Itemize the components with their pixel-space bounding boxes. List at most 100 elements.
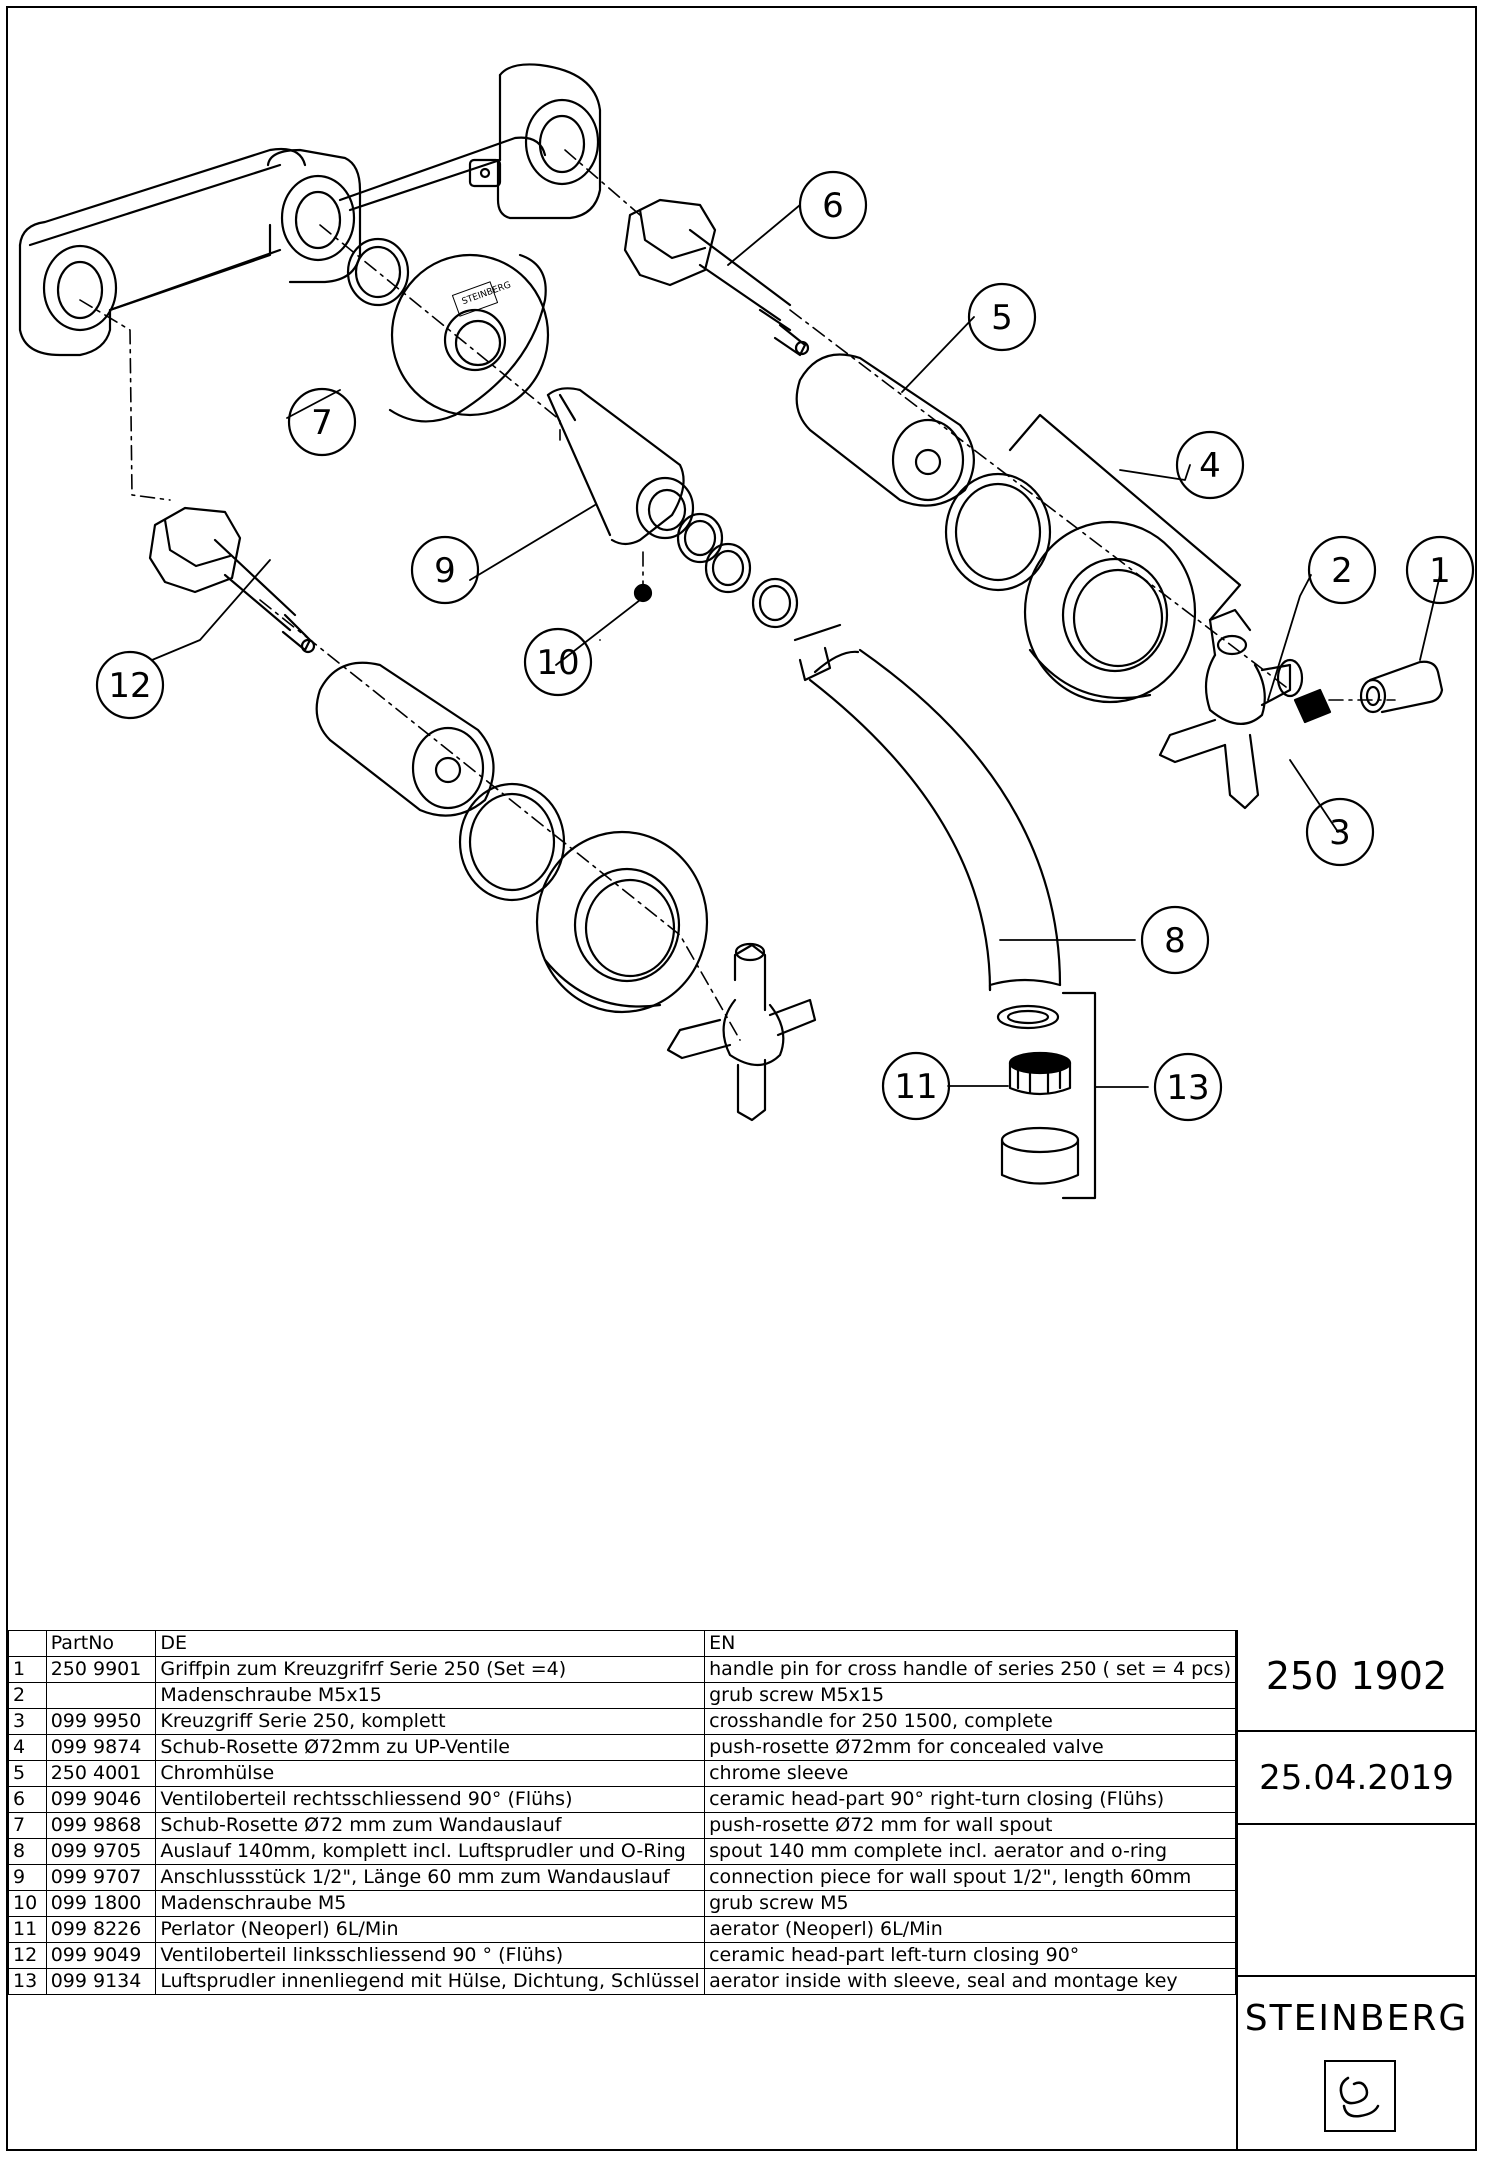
drawing-number: 250 1902 [1265,1654,1448,1698]
cell-no: 1 [8,1656,47,1683]
cell-partno: 250 4001 [45,1760,157,1787]
cell-en: connection piece for wall spout 1/2", le… [704,1864,1236,1891]
cell-de: Chromhülse [155,1760,706,1787]
handle-pin [1359,660,1444,714]
cell-no: 6 [8,1786,47,1813]
chrome-sleeve-right [795,353,975,507]
valve-head-left [148,506,316,654]
cell-no: 13 [8,1968,47,1995]
svg-text:6: 6 [822,186,844,226]
title-block-divider [1238,1730,1475,1732]
grub-screw-m5x15 [1293,688,1332,724]
svg-text:11: 11 [894,1067,937,1107]
svg-text:12: 12 [108,666,151,706]
cell-de: Ventiloberteil linksschliessend 90 ° (Fl… [155,1942,706,1969]
callout-4: 4 [1175,430,1245,500]
drawing-date: 25.04.2019 [1259,1758,1454,1798]
svg-text:5: 5 [991,298,1013,338]
cell-en: push-rosette Ø72mm for concealed valve [704,1734,1236,1761]
cell-partno: 099 9874 [45,1734,157,1761]
cell-partno: 099 9705 [45,1838,157,1865]
brand-name: STEINBERG [1244,1998,1469,2039]
cell-en: chrome sleeve [704,1760,1236,1787]
bracket-4 [1008,413,1242,622]
callout-1: 1 [1405,535,1475,605]
cell-en: spout 140 mm complete incl. aerator and … [704,1838,1236,1865]
cell-partno: 099 9049 [45,1942,157,1969]
svg-text:2: 2 [1331,551,1353,591]
cell-partno: 099 8226 [45,1916,157,1943]
cell-no: 12 [8,1942,47,1969]
cell-no: 10 [8,1890,47,1917]
callout-9: 9 [410,535,480,605]
cell-de: Luftsprudler innenliegend mit Hülse, Dic… [155,1968,706,1995]
callout-13: 13 [1153,1052,1223,1122]
callout-10: 10 [523,627,593,697]
leader-lines [151,204,1441,1088]
header-cell: DE [155,1630,706,1657]
cell-partno: 250 9901 [45,1656,157,1683]
brand-logo-icon [1324,2060,1396,2132]
rosette-concealed-valve [1023,520,1197,704]
cell-partno [45,1682,157,1709]
cell-partno: 099 9868 [45,1812,157,1839]
cell-no: 3 [8,1708,47,1735]
cross-handle-left [666,942,817,1122]
aerator-sleeve [1000,1126,1080,1185]
rosette-wall-spout [388,253,550,423]
cell-no: 8 [8,1838,47,1865]
cell-no: 2 [8,1682,47,1709]
cell-no: 5 [8,1760,47,1787]
callout-8: 8 [1140,905,1210,975]
cell-de: Schub-Rosette Ø72mm zu UP-Ventile [155,1734,706,1761]
svg-text:10: 10 [536,643,579,683]
cell-de: Griffpin zum Kreuzgrifrf Serie 250 (Set … [155,1656,706,1683]
cross-handle-right [1158,608,1304,810]
svg-text:4: 4 [1199,446,1221,486]
connection-piece [546,387,695,546]
cell-partno: 099 9950 [45,1708,157,1735]
chrome-sleeve-left [315,661,495,817]
cell-de: Madenschraube M5 [155,1890,706,1917]
cell-de: Auslauf 140mm, komplett incl. Luftsprudl… [155,1838,706,1865]
drawing-frame [6,6,1477,2151]
callout-2: 2 [1307,535,1377,605]
cell-en: aerator inside with sleeve, seal and mon… [704,1968,1236,1995]
o-rings-spout [676,512,799,629]
cell-no: 4 [8,1734,47,1761]
wall-body [18,63,602,357]
cell-en: push-rosette Ø72 mm for wall spout [704,1812,1236,1839]
callout-3: 3 [1305,797,1375,867]
svg-text:1: 1 [1429,551,1451,591]
cell-de: Ventiloberteil rechtsschliessend 90° (Fl… [155,1786,706,1813]
bracket-13 [1061,991,1097,1200]
cell-en: crosshandle for 250 1500, complete [704,1708,1236,1735]
cell-en: aerator (Neoperl) 6L/Min [704,1916,1236,1943]
svg-text:9: 9 [434,551,456,591]
rosette-concealed-valve-left [535,830,709,1014]
svg-text:8: 8 [1164,921,1186,961]
cell-en: handle pin for cross handle of series 25… [704,1656,1236,1683]
cell-no: 9 [8,1864,47,1891]
cell-en: ceramic head-part left-turn closing 90° [704,1942,1236,1969]
header-cell: EN [704,1630,1236,1657]
valve-head-right [623,198,810,357]
table-header-row: PartNo DE EN [8,1630,1236,1657]
title-block-divider [1238,1975,1475,1977]
cell-partno: 099 9134 [45,1968,157,1995]
exploded-view-drawing: 1 2 3 4 5 6 7 8 9 10 11 12 [18,63,1475,1200]
callout-5: 5 [967,282,1037,352]
cell-de: Madenschraube M5x15 [155,1682,706,1709]
o-ring-middle [346,237,410,307]
body-port-left [42,244,118,332]
